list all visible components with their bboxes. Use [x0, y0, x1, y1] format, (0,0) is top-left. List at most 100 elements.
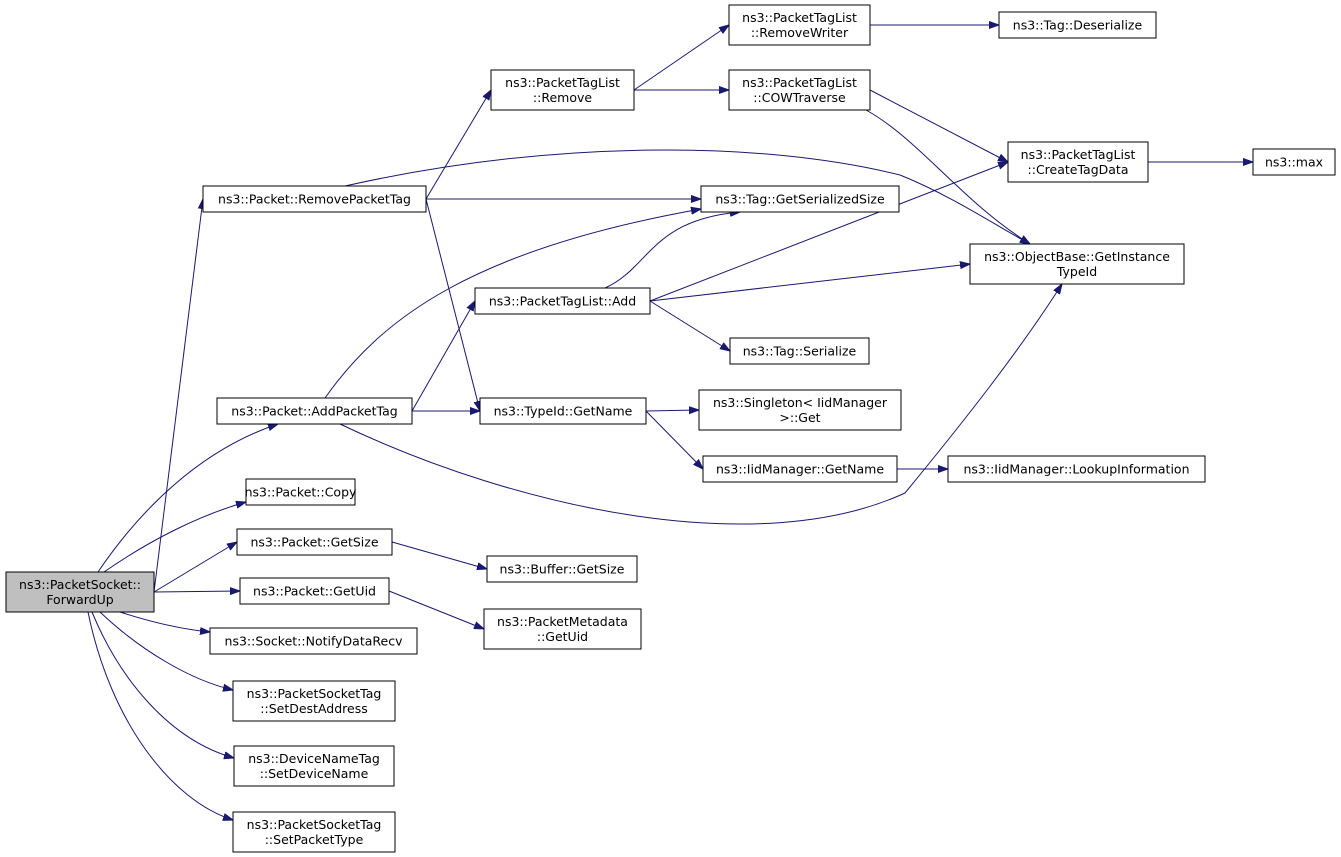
node-box — [233, 745, 395, 787]
node-ctd[interactable]: ns3::PacketTagList::CreateTagData — [1007, 141, 1149, 183]
edge-ptladd-to-ctd — [649, 162, 1008, 302]
edge-fwd-to-copy — [103, 502, 246, 573]
node-box — [729, 337, 870, 365]
node-box — [232, 811, 396, 853]
node-label: ns3::PacketTagList::Add — [489, 294, 636, 309]
node-layer: ns3::PacketSocket::ForwardUp ns3::Packet:… — [5, 4, 1336, 853]
node-label: ns3::Packet::AddPacketTag — [231, 404, 397, 419]
edge-apt-to-tgss — [324, 209, 701, 399]
node-box — [209, 627, 418, 655]
edge-fwd-to-puid — [153, 591, 240, 592]
edge-rpt-to-ptlrem — [425, 90, 491, 200]
node-tser[interactable]: ns3::Tag::Serialize — [729, 337, 870, 365]
node-label: ns3::IidManager::GetName — [716, 462, 884, 477]
node-label: ns3::Tag::Serialize — [743, 344, 857, 359]
node-box — [239, 577, 390, 605]
node-box — [1007, 141, 1149, 183]
node-ptlrem[interactable]: ns3::PacketTagList::Remove — [490, 69, 635, 111]
node-sdn[interactable]: ns3::DeviceNameTag::SetDeviceName — [233, 745, 395, 787]
node-label: ns3::PacketMetadata — [497, 614, 628, 629]
edge-cow-to-ctd — [869, 89, 1008, 162]
edge-fwd-to-ndr — [119, 611, 210, 632]
node-box — [232, 680, 396, 722]
node-label: ::RemoveWriter — [751, 25, 849, 40]
node-label: ns3::TypeId::GetName — [494, 404, 633, 419]
node-label: ns3::PacketTagList — [742, 75, 857, 90]
node-apt[interactable]: ns3::Packet::AddPacketTag — [216, 397, 413, 425]
node-label: ns3::Tag::GetSerializedSize — [715, 192, 885, 207]
edge-apt-to-ogit — [339, 284, 1062, 525]
node-box — [486, 555, 638, 583]
node-max[interactable]: ns3::max — [1252, 148, 1336, 176]
node-tdes[interactable]: ns3::Tag::Deserialize — [998, 11, 1157, 39]
node-label: ns3::Buffer::GetSize — [500, 562, 625, 577]
node-ndr[interactable]: ns3::Socket::NotifyDataRecv — [209, 627, 418, 655]
edge-fwd-to-sdn — [91, 611, 234, 758]
node-label: ::COWTraverse — [753, 90, 846, 105]
node-label: ns3::PacketTagList — [742, 10, 857, 25]
node-box — [1252, 148, 1336, 176]
node-box — [969, 243, 1185, 285]
node-label: ForwardUp — [46, 592, 113, 607]
node-label: ns3::Singleton< IidManager — [713, 395, 888, 410]
edge-tgn-to-sing — [645, 410, 699, 411]
node-label: ns3::Packet::Copy — [245, 485, 357, 500]
node-ptladd[interactable]: ns3::PacketTagList::Add — [474, 287, 651, 315]
edge-fwd-to-rpt — [153, 199, 203, 593]
node-box — [728, 4, 871, 46]
node-label: ns3::max — [1265, 155, 1323, 170]
node-label: ns3::PacketTagList — [1021, 147, 1136, 162]
node-psize[interactable]: ns3::Packet::GetSize — [236, 528, 393, 556]
edge-puid-to-pmuid — [388, 590, 484, 629]
edge-fwd-to-sda — [99, 611, 233, 690]
node-label: ::CreateTagData — [1028, 162, 1129, 177]
node-rpt[interactable]: ns3::Packet::RemovePacketTag — [202, 185, 427, 213]
edge-ptlrem-to-rw — [633, 25, 729, 91]
node-label: ns3::Packet::GetSize — [250, 535, 378, 550]
node-label: ::SetDestAddress — [260, 701, 367, 716]
edge-fwd-to-spt — [87, 611, 233, 820]
node-label: ns3::PacketSocket:: — [19, 577, 141, 592]
edge-rpt-to-tgn — [425, 198, 480, 411]
edge-layer — [87, 25, 1253, 820]
node-box — [947, 455, 1206, 483]
node-box — [490, 69, 635, 111]
node-label: ns3::Packet::RemovePacketTag — [218, 192, 411, 207]
node-sing[interactable]: ns3::Singleton< IidManager>::Get — [698, 389, 902, 431]
edge-psize-to-bsize — [391, 541, 487, 569]
node-label: ns3::Tag::Deserialize — [1013, 18, 1143, 33]
node-tgss[interactable]: ns3::Tag::GetSerializedSize — [700, 185, 900, 213]
node-label: ns3::PacketTagList — [505, 75, 620, 90]
node-puid[interactable]: ns3::Packet::GetUid — [239, 577, 390, 605]
node-tgn[interactable]: ns3::TypeId::GetName — [479, 397, 647, 425]
node-box — [698, 389, 902, 431]
node-box — [700, 185, 900, 213]
node-cow[interactable]: ns3::PacketTagList::COWTraverse — [728, 69, 871, 111]
edge-cow-to-ogit — [865, 109, 1030, 244]
node-fwd[interactable]: ns3::PacketSocket::ForwardUp — [5, 571, 155, 613]
node-sda[interactable]: ns3::PacketSocketTag::SetDestAddress — [232, 680, 396, 722]
node-pmuid[interactable]: ns3::PacketMetadata::GetUid — [483, 608, 642, 650]
node-label: ns3::Packet::GetUid — [253, 584, 376, 599]
node-box — [236, 528, 393, 556]
edge-apt-to-ptladd — [411, 301, 475, 412]
edge-ptladd-to-tgss — [604, 212, 740, 289]
edge-tgn-to-iidgn — [645, 410, 703, 469]
node-box — [202, 185, 427, 213]
node-bsize[interactable]: ns3::Buffer::GetSize — [486, 555, 638, 583]
node-label: ::Remove — [533, 90, 592, 105]
node-iidgn[interactable]: ns3::IidManager::GetName — [702, 455, 898, 483]
node-copy[interactable]: ns3::Packet::Copy — [245, 478, 357, 506]
edge-fwd-to-psize — [153, 542, 237, 593]
node-label: ns3::PacketSocketTag — [247, 817, 382, 832]
node-iidli[interactable]: ns3::IidManager::LookupInformation — [947, 455, 1206, 483]
node-box — [728, 69, 871, 111]
node-label: ::SetDeviceName — [260, 766, 369, 781]
node-box — [474, 287, 651, 315]
node-rw[interactable]: ns3::PacketTagList::RemoveWriter — [728, 4, 871, 46]
node-spt[interactable]: ns3::PacketSocketTag::SetPacketType — [232, 811, 396, 853]
node-label: ns3::Socket::NotifyDataRecv — [225, 634, 404, 649]
node-box — [5, 571, 155, 613]
